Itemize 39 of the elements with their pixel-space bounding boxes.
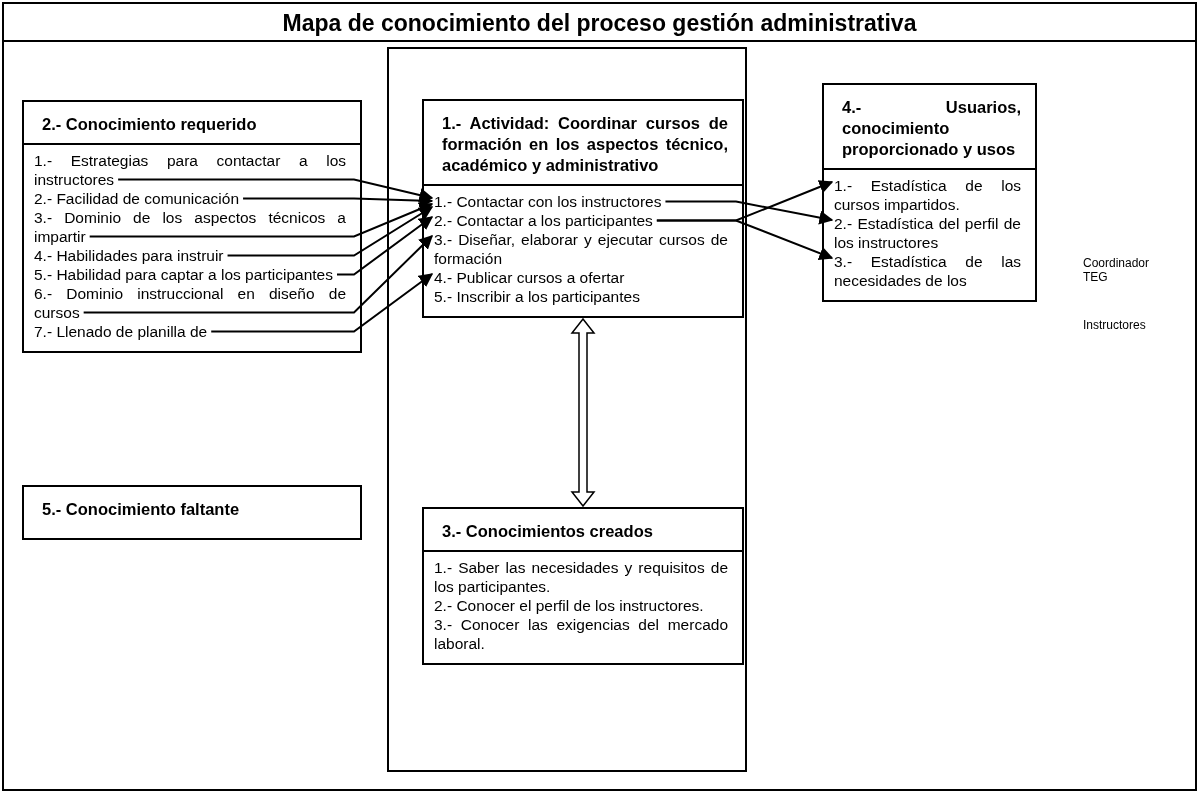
box-heading: 2.- Conocimiento requerido — [24, 102, 360, 145]
list-item: 3.- Estadística de las necesidades de los — [834, 252, 1021, 290]
list-item: 2.- Conocer el perfil de los instructores. — [434, 596, 705, 615]
list-item: 3.- Conocer las exigencias del mercado laboral. — [434, 615, 728, 653]
list-item: 3.- Dominio de los aspectos técnicos a impartir — [34, 208, 346, 246]
arrow — [655, 180, 834, 222]
arrow — [664, 200, 834, 225]
list-item: 1.- Saber las necesidades y requisitos de los participantes. — [434, 558, 728, 596]
list-item: 2.- Contactar a los participantes — [434, 211, 728, 230]
list-item: 2.- Estadística del perfil de los instructores — [834, 214, 1021, 252]
knowledge-box — [422, 507, 744, 665]
arrow — [210, 273, 434, 333]
arrow — [88, 202, 434, 238]
list-item: 3.- Diseñar, elaborar y ejecutar cursos de formación — [434, 230, 728, 268]
box-heading: 5.- Conocimiento faltante — [41, 499, 241, 520]
list-item: 4.- Publicar cursos a ofertar — [434, 268, 728, 287]
list-item: 1.- Estadística de los cursos impartidos. — [834, 176, 1021, 214]
list-item: 1.- Contactar con los instructores — [434, 192, 728, 211]
arrow — [82, 235, 433, 314]
arrow — [336, 216, 434, 276]
list-item: 7.- Llenado de planilla de — [34, 322, 346, 341]
box-heading: 4.- Usuarios, conocimiento proporcionado y usos — [824, 85, 1035, 170]
list-item: 5.- Habilidad para captar a los participantes — [34, 265, 346, 284]
users-box — [822, 83, 1037, 302]
side-label: Instructores — [1083, 318, 1147, 332]
list-item: 6.- Dominio instruccional en diseño de cursos — [34, 284, 346, 322]
list-item: 5.- Inscribir a los participantes — [434, 287, 728, 306]
box-heading: 1.- Actividad: Coordinar cursos de formación en los aspectos técnico, académico y administrativo — [424, 101, 742, 186]
frame-box — [387, 47, 747, 772]
activity-box — [422, 99, 744, 318]
arrow — [226, 206, 434, 257]
box-heading: 3.- Conocimientos creados — [424, 509, 742, 552]
arrow — [117, 178, 434, 202]
knowledge-box — [22, 100, 362, 353]
list-item: 2.- Facilidad de comunicación — [34, 189, 346, 208]
knowledge-box — [22, 485, 362, 540]
list-item: 4.- Habilidades para instruir — [34, 246, 346, 265]
list-item: 1.- Estrategias para contactar a los instructores — [34, 151, 346, 189]
double-arrow — [570, 317, 596, 508]
